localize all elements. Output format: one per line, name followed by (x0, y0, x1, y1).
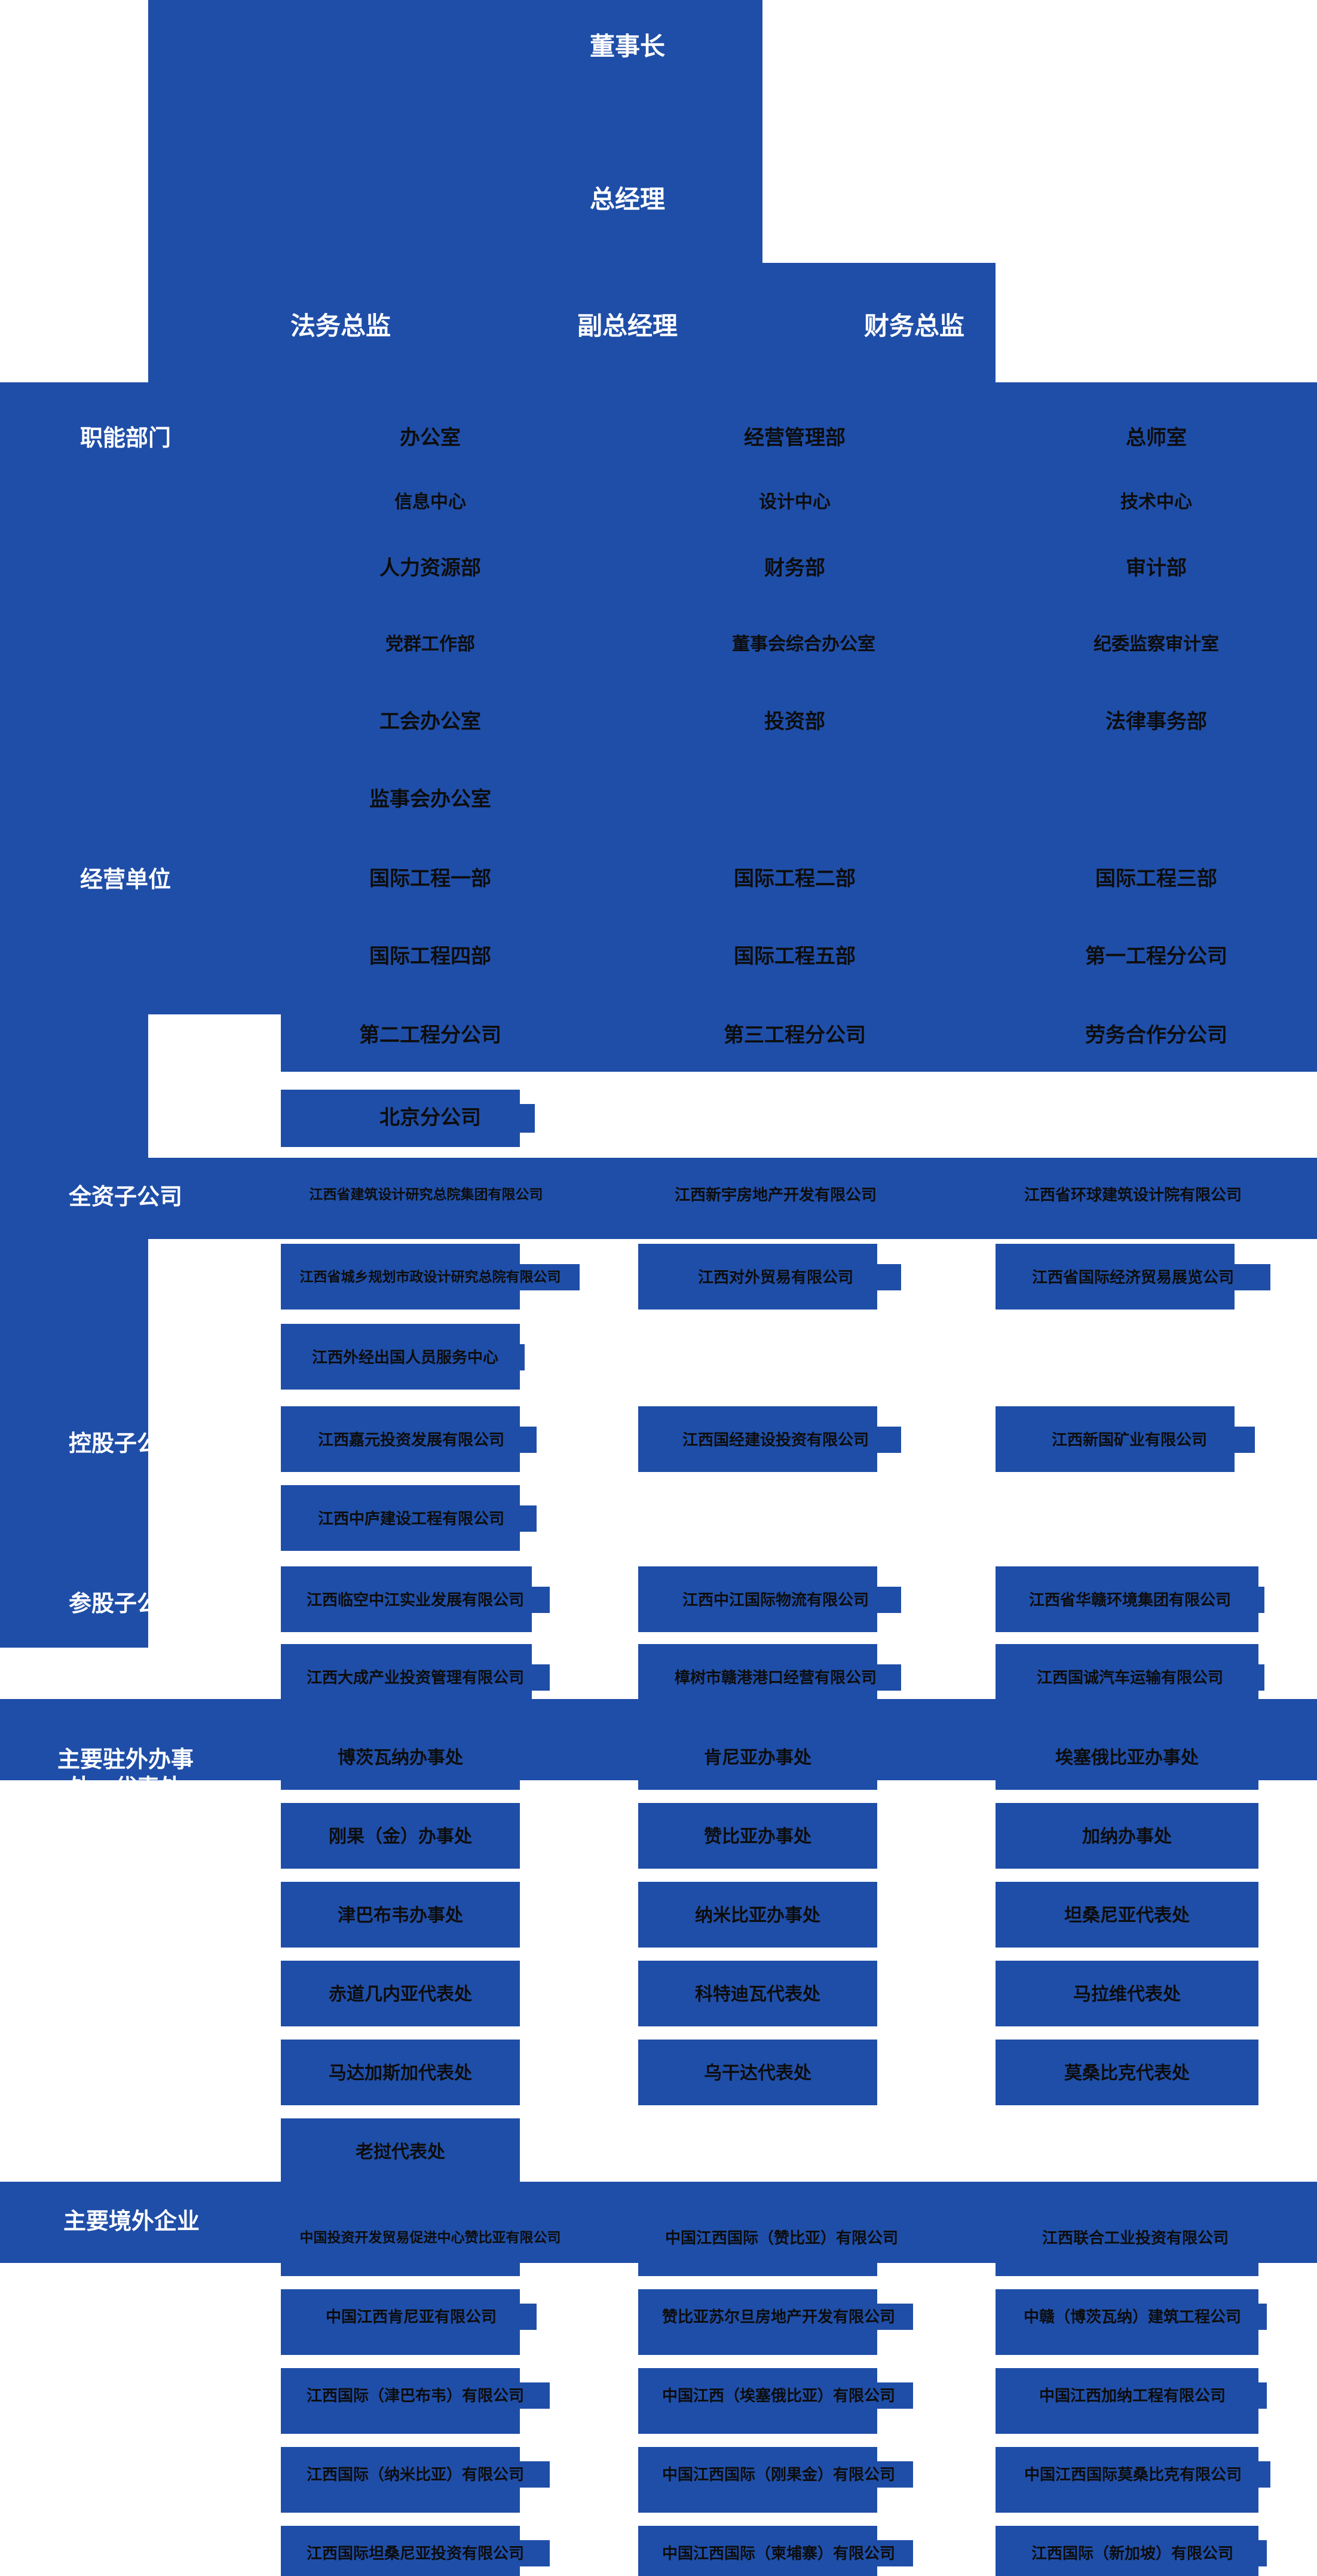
office-node[interactable]: 马拉维代表处 (996, 1981, 1258, 2007)
dept-node[interactable]: 审计部 (1052, 554, 1261, 583)
equity-node[interactable]: 江西临空中江实业发展有限公司 (281, 1587, 550, 1613)
exec-general-manager: 总经理 (589, 185, 665, 213)
office-node[interactable]: 加纳办事处 (996, 1823, 1258, 1850)
equity-node[interactable]: 江西省华赣环境集团有限公司 (996, 1587, 1264, 1613)
equity-node[interactable]: 樟树市赣港港口经营有限公司 (650, 1664, 901, 1691)
dept-node[interactable]: 工会办公室 (326, 708, 535, 737)
equity-node[interactable]: 江西中江国际物流有限公司 (650, 1587, 901, 1613)
subsidiary-node[interactable]: 江西对外贸易有限公司 (650, 1264, 901, 1290)
unit-node[interactable]: 北京分公司 (326, 1104, 535, 1133)
enterprise-node[interactable]: 江西联合工业投资有限公司 (1004, 2225, 1267, 2251)
office-node[interactable]: 赤道几内亚代表处 (281, 1981, 520, 2007)
office-node[interactable]: 纳米比亚办事处 (638, 1902, 877, 1928)
office-node[interactable]: 乌干达代表处 (638, 2060, 877, 2086)
dept-node[interactable]: 党群工作部 (326, 630, 535, 658)
office-node[interactable]: 博茨瓦纳办事处 (281, 1744, 520, 1771)
subsidiary-node[interactable]: 江西省国际经济贸易展览公司 (996, 1264, 1270, 1290)
dept-node[interactable]: 法律事务部 (1052, 708, 1261, 737)
enterprise-node[interactable]: 赞比亚苏尔旦房地产开发有限公司 (644, 2304, 913, 2330)
enterprise-node[interactable]: 江西国际（纳米比亚）有限公司 (281, 2461, 550, 2488)
holding-node[interactable]: 江西中庐建设工程有限公司 (286, 1505, 537, 1532)
enterprise-node[interactable]: 江西国际（新加坡）有限公司 (998, 2540, 1267, 2566)
subsidiary-node[interactable]: 江西省环球建筑设计院有限公司 (996, 1182, 1270, 1208)
panel-units-indent-band (0, 1014, 148, 1648)
holding-node[interactable]: 江西国经建设投资有限公司 (650, 1427, 901, 1453)
subsidiary-node[interactable]: 江西省建筑设计研究总院集团有限公司 (286, 1182, 566, 1208)
dept-node[interactable]: 财务部 (690, 554, 899, 583)
enterprise-node[interactable]: 中国江西国际（刚果金）有限公司 (644, 2461, 913, 2488)
equity-node[interactable]: 江西国诚汽车运输有限公司 (996, 1664, 1264, 1691)
enterprise-node[interactable]: 中赣（博茨瓦纳）建筑工程公司 (998, 2304, 1267, 2330)
dept-node[interactable]: 技术中心 (1052, 489, 1261, 515)
office-node[interactable]: 坦桑尼亚代表处 (996, 1902, 1258, 1928)
dept-node[interactable]: 总师室 (1052, 424, 1261, 453)
enterprise-node[interactable]: 江西国际（津巴布韦）有限公司 (281, 2382, 550, 2409)
enterprise-node[interactable]: 中国江西国际莫桑比克有限公司 (996, 2461, 1270, 2488)
exec-finance-director: 财务总监 (863, 311, 964, 340)
enterprise-node[interactable]: 江西国际坦桑尼亚投资有限公司 (281, 2540, 550, 2566)
holding-node[interactable]: 江西新国矿业有限公司 (1004, 1427, 1255, 1453)
dept-node[interactable]: 监事会办公室 (326, 786, 535, 814)
dept-node[interactable]: 投资部 (690, 708, 899, 737)
section-label-equity-subsidiaries: 参股子公司 (68, 1591, 182, 1617)
section-label-business-units: 经营单位 (79, 867, 171, 893)
enterprise-node[interactable]: 中国江西国际（柬埔寨）有限公司 (644, 2540, 913, 2566)
dept-node[interactable]: 办公室 (326, 424, 535, 453)
unit-node[interactable]: 第三工程分公司 (690, 1022, 899, 1050)
enterprise-node[interactable]: 中国投资开发贸易促进中心赞比亚有限公司 (281, 2225, 580, 2251)
section-label-overseas-offices: 主要驻外办事处、代表处 (57, 1747, 194, 1801)
subsidiary-node[interactable]: 江西新宇房地产开发有限公司 (650, 1182, 901, 1208)
exec-deputy-general-manager: 副总经理 (577, 311, 678, 340)
section-label-overseas-enterprises: 主要境外企业 (63, 2209, 200, 2235)
unit-node[interactable]: 国际工程四部 (326, 943, 535, 971)
equity-node[interactable]: 江西大成产业投资管理有限公司 (281, 1664, 550, 1691)
unit-node[interactable]: 国际工程一部 (326, 865, 535, 894)
exec-legal-director: 法务总监 (290, 311, 391, 340)
office-node[interactable]: 科特迪瓦代表处 (638, 1981, 877, 2007)
dept-node[interactable]: 纪委监察审计室 (1043, 630, 1270, 658)
office-node[interactable]: 埃塞俄比亚办事处 (996, 1744, 1258, 1771)
section-label-functional-departments: 职能部门 (79, 426, 171, 452)
enterprise-node[interactable]: 中国江西（埃塞俄比亚）有限公司 (644, 2382, 913, 2409)
unit-node[interactable]: 劳务合作分公司 (1052, 1022, 1261, 1050)
office-node[interactable]: 老挝代表处 (281, 2139, 520, 2165)
office-node[interactable]: 莫桑比克代表处 (996, 2060, 1258, 2086)
subsidiary-node[interactable]: 江西省城乡规划市政设计研究总院有限公司 (281, 1264, 580, 1290)
enterprise-node[interactable]: 中国江西国际（赞比亚）有限公司 (650, 2225, 913, 2251)
office-node[interactable]: 赞比亚办事处 (638, 1823, 877, 1850)
enterprise-node[interactable]: 中国江西肯尼亚有限公司 (286, 2304, 537, 2330)
dept-node[interactable]: 设计中心 (690, 489, 899, 515)
dept-node[interactable]: 信息中心 (326, 489, 535, 515)
office-node[interactable]: 马达加斯加代表处 (281, 2060, 520, 2086)
unit-node[interactable]: 国际工程三部 (1052, 865, 1261, 894)
office-node[interactable]: 肯尼亚办事处 (638, 1744, 877, 1771)
office-node[interactable]: 刚果（金）办事处 (281, 1823, 520, 1850)
unit-node[interactable]: 国际工程二部 (690, 865, 899, 894)
office-node[interactable]: 津巴布韦办事处 (281, 1902, 520, 1928)
exec-chairman: 董事长 (589, 32, 665, 60)
panel-chairman-band (148, 0, 762, 263)
unit-node[interactable]: 国际工程五部 (690, 943, 899, 971)
holding-node[interactable]: 江西嘉元投资发展有限公司 (286, 1427, 537, 1453)
unit-node[interactable]: 第一工程分公司 (1052, 943, 1261, 971)
section-label-wholly-owned: 全资子公司 (68, 1185, 182, 1210)
section-label-holding-subsidiaries: 控股子公司 (68, 1431, 182, 1457)
panel-director-band (148, 263, 996, 382)
subsidiary-node[interactable]: 江西外经出国人员服务中心 (286, 1344, 525, 1370)
panel-departments-band (0, 382, 1317, 1014)
dept-node[interactable]: 董事会综合办公室 (690, 630, 917, 658)
enterprise-node[interactable]: 中国江西加纳工程有限公司 (998, 2382, 1267, 2409)
dept-node[interactable]: 经营管理部 (690, 424, 899, 453)
dept-node[interactable]: 人力资源部 (326, 554, 535, 583)
unit-node[interactable]: 第二工程分公司 (326, 1022, 535, 1050)
